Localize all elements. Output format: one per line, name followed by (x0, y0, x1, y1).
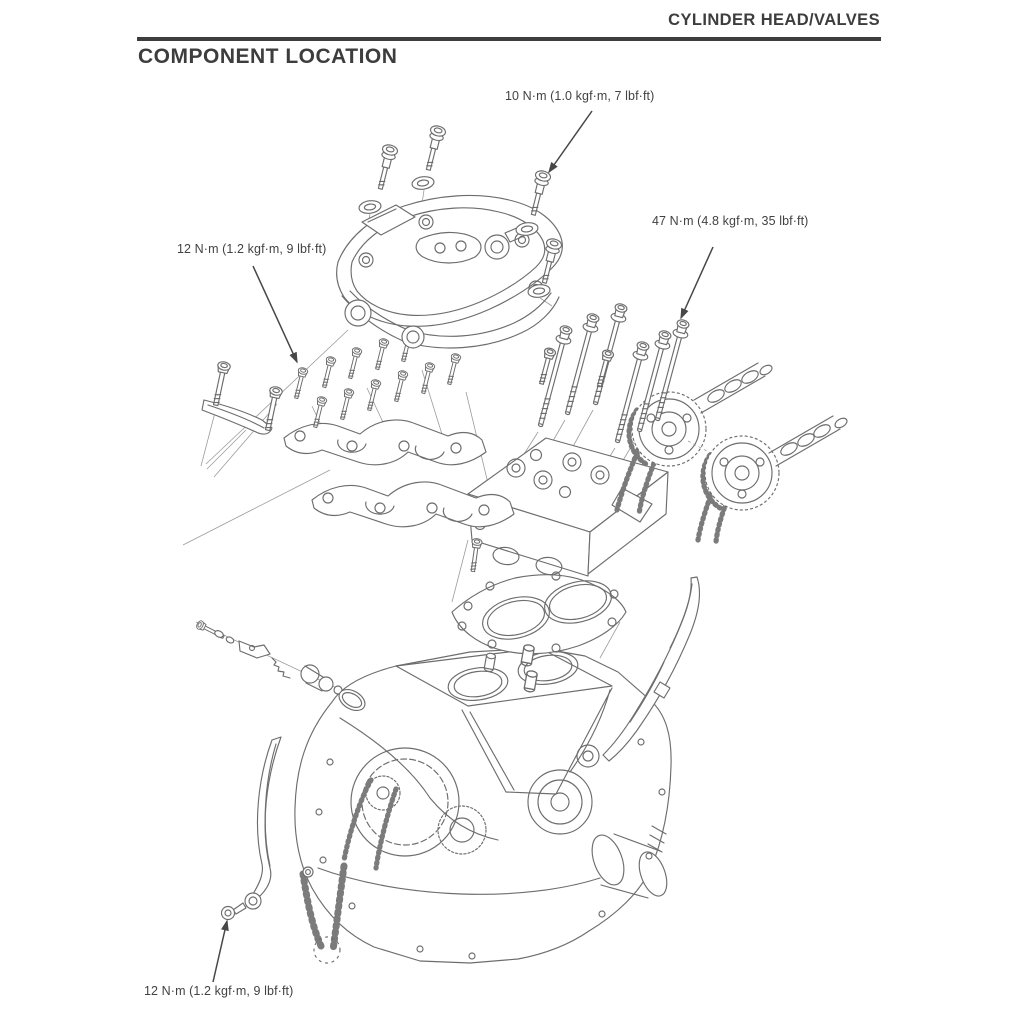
cam-chain-guide-strip (201, 360, 284, 435)
chain-guide-pivot-bolt (220, 902, 247, 921)
page-title: COMPONENT LOCATION (138, 45, 398, 68)
intake-camshaft (614, 362, 773, 517)
arrow-guide-bolt-torque (212, 919, 229, 983)
camshaft-holders (283, 419, 515, 528)
header-rule (137, 37, 881, 41)
valve-cover (336, 194, 563, 327)
arrow-valve-cover-torque (548, 110, 593, 174)
torque-label-cam-chain-guide-bolt: 12 N·m (1.2 kgf·m, 9 lbf·ft) (144, 984, 294, 998)
rear-cam-chain-guide (602, 576, 700, 762)
dowel-pin (302, 866, 314, 878)
valve-cover-gasket (341, 290, 560, 349)
page-header: CYLINDER HEAD/VALVES (668, 11, 880, 29)
cam-chain (299, 862, 348, 964)
sensor-assembly (194, 619, 366, 712)
torque-label-camshaft-holder-bolts: 12 N·m (1.2 kgf·m, 9 lbf·ft) (177, 242, 327, 256)
front-cam-chain-guide (244, 736, 282, 910)
cam-chain-run (341, 777, 399, 871)
oil-filter (591, 833, 668, 899)
arrow-cam-holder-torque (252, 265, 298, 364)
annotation-arrows (212, 110, 714, 983)
torque-label-cylinder-head-studs: 47 N·m (4.8 kgf·m, 35 lbf·ft) (652, 214, 809, 228)
exhaust-camshaft (687, 415, 848, 545)
torque-label-valve-cover-bolts: 10 N·m (1.0 kgf·m, 7 lbf·ft) (505, 89, 655, 103)
arrow-head-stud-torque (680, 246, 714, 320)
head-gasket (451, 571, 627, 655)
